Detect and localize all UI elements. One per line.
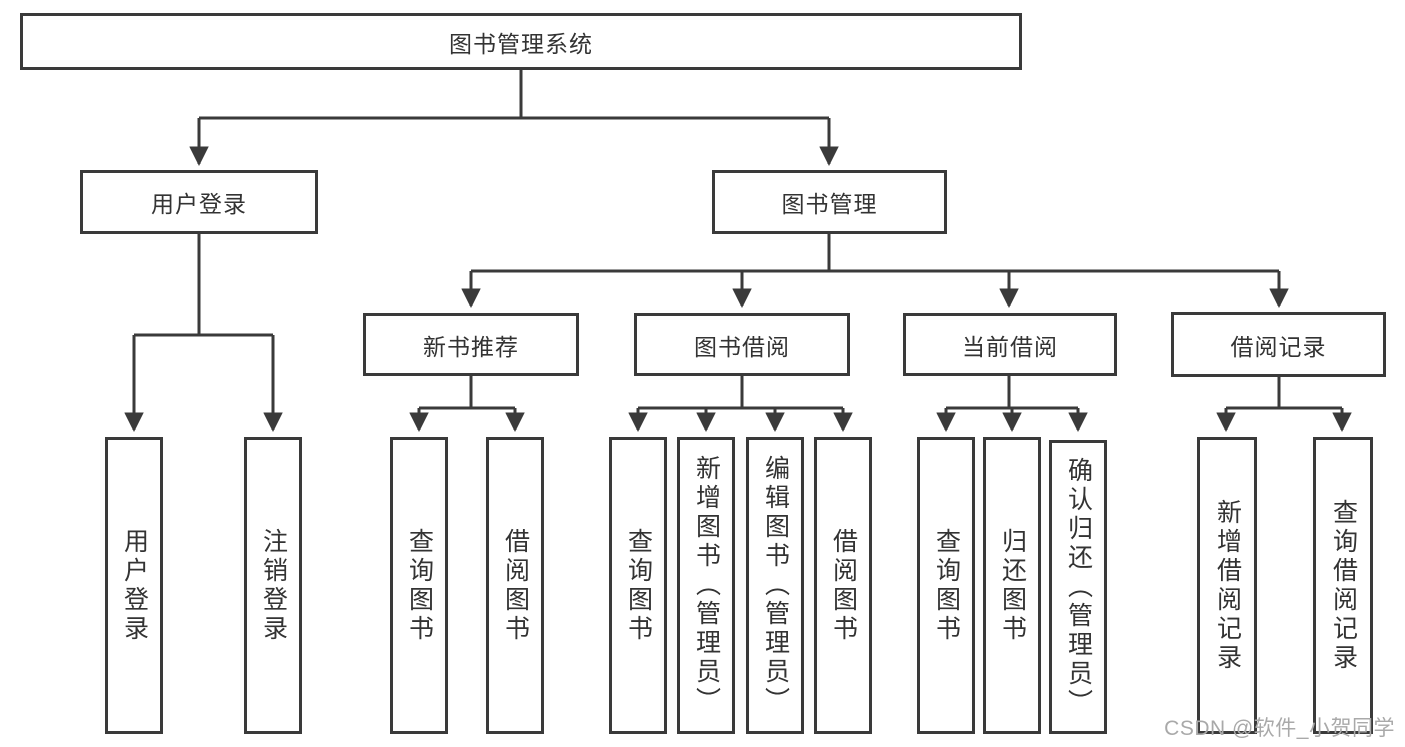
node-current-borrow: 当前借阅 — [903, 313, 1117, 376]
connector-book-borrow-to-leaves — [628, 376, 853, 432]
leaf-nbr-query-books: 查询图书 — [390, 437, 448, 734]
node-book-borrow-label: 图书借阅 — [694, 333, 790, 360]
leaf-bb-edit-books-admin: 编辑图书（管理员） — [746, 437, 804, 734]
leaf-nbr-borrow-books-label: 借阅图书 — [501, 527, 530, 644]
leaf-bb-add-books-admin: 新增图书（管理员） — [677, 437, 735, 734]
leaf-cb-confirm-return-admin-label: 确认归还（管理员） — [1064, 456, 1093, 718]
leaf-bb-query-books: 查询图书 — [609, 437, 667, 734]
leaf-logout: 注销登录 — [244, 437, 302, 734]
connector-root-to-level2 — [189, 70, 839, 166]
node-borrow-records: 借阅记录 — [1171, 312, 1386, 377]
node-root-label: 图书管理系统 — [449, 30, 593, 57]
leaf-bb-borrow-books: 借阅图书 — [814, 437, 872, 734]
node-root: 图书管理系统 — [20, 13, 1022, 70]
leaf-br-add-record-label: 新增借阅记录 — [1213, 498, 1242, 673]
leaf-user-login: 用户登录 — [105, 437, 163, 734]
node-current-borrow-label: 当前借阅 — [962, 333, 1058, 360]
node-book-management: 图书管理 — [712, 170, 947, 234]
leaf-bb-edit-books-admin-label: 编辑图书（管理员） — [761, 455, 790, 716]
node-new-book-recommend: 新书推荐 — [363, 313, 579, 376]
leaf-br-query-record-label: 查询借阅记录 — [1329, 498, 1358, 673]
leaf-cb-query-books: 查询图书 — [917, 437, 975, 734]
leaf-nbr-query-books-label: 查询图书 — [405, 527, 434, 644]
leaf-logout-label: 注销登录 — [259, 527, 288, 644]
connector-current-borrow-to-leaves — [936, 376, 1088, 432]
leaf-bb-borrow-books-label: 借阅图书 — [829, 527, 858, 644]
node-book-management-label: 图书管理 — [781, 191, 878, 217]
node-user-login-label: 用户登录 — [151, 191, 247, 217]
node-book-borrow: 图书借阅 — [634, 313, 850, 376]
leaf-cb-query-books-label: 查询图书 — [932, 527, 961, 644]
connector-borrow-records-to-leaves — [1216, 377, 1352, 432]
node-borrow-records-label: 借阅记录 — [1230, 333, 1327, 360]
leaf-cb-confirm-return-admin: 确认归还（管理员） — [1049, 440, 1107, 734]
connector-new-book-recommend-to-leaves — [409, 376, 525, 432]
connector-book-management-to-level3 — [461, 234, 1289, 308]
leaf-br-add-record: 新增借阅记录 — [1197, 437, 1257, 734]
node-user-login: 用户登录 — [80, 170, 318, 234]
leaf-bb-add-books-admin-label: 新增图书（管理员） — [692, 455, 721, 716]
leaf-cb-return-books: 归还图书 — [983, 437, 1041, 734]
leaf-bb-query-books-label: 查询图书 — [624, 527, 653, 644]
connector-user-login-to-leaves — [124, 234, 283, 432]
leaf-cb-return-books-label: 归还图书 — [998, 527, 1027, 644]
leaf-br-query-record: 查询借阅记录 — [1313, 437, 1373, 734]
leaf-user-login-label: 用户登录 — [120, 527, 149, 644]
watermark: CSDN @软件_小贺同学 — [1164, 717, 1395, 740]
node-new-book-recommend-label: 新书推荐 — [423, 333, 519, 360]
leaf-nbr-borrow-books: 借阅图书 — [486, 437, 544, 734]
